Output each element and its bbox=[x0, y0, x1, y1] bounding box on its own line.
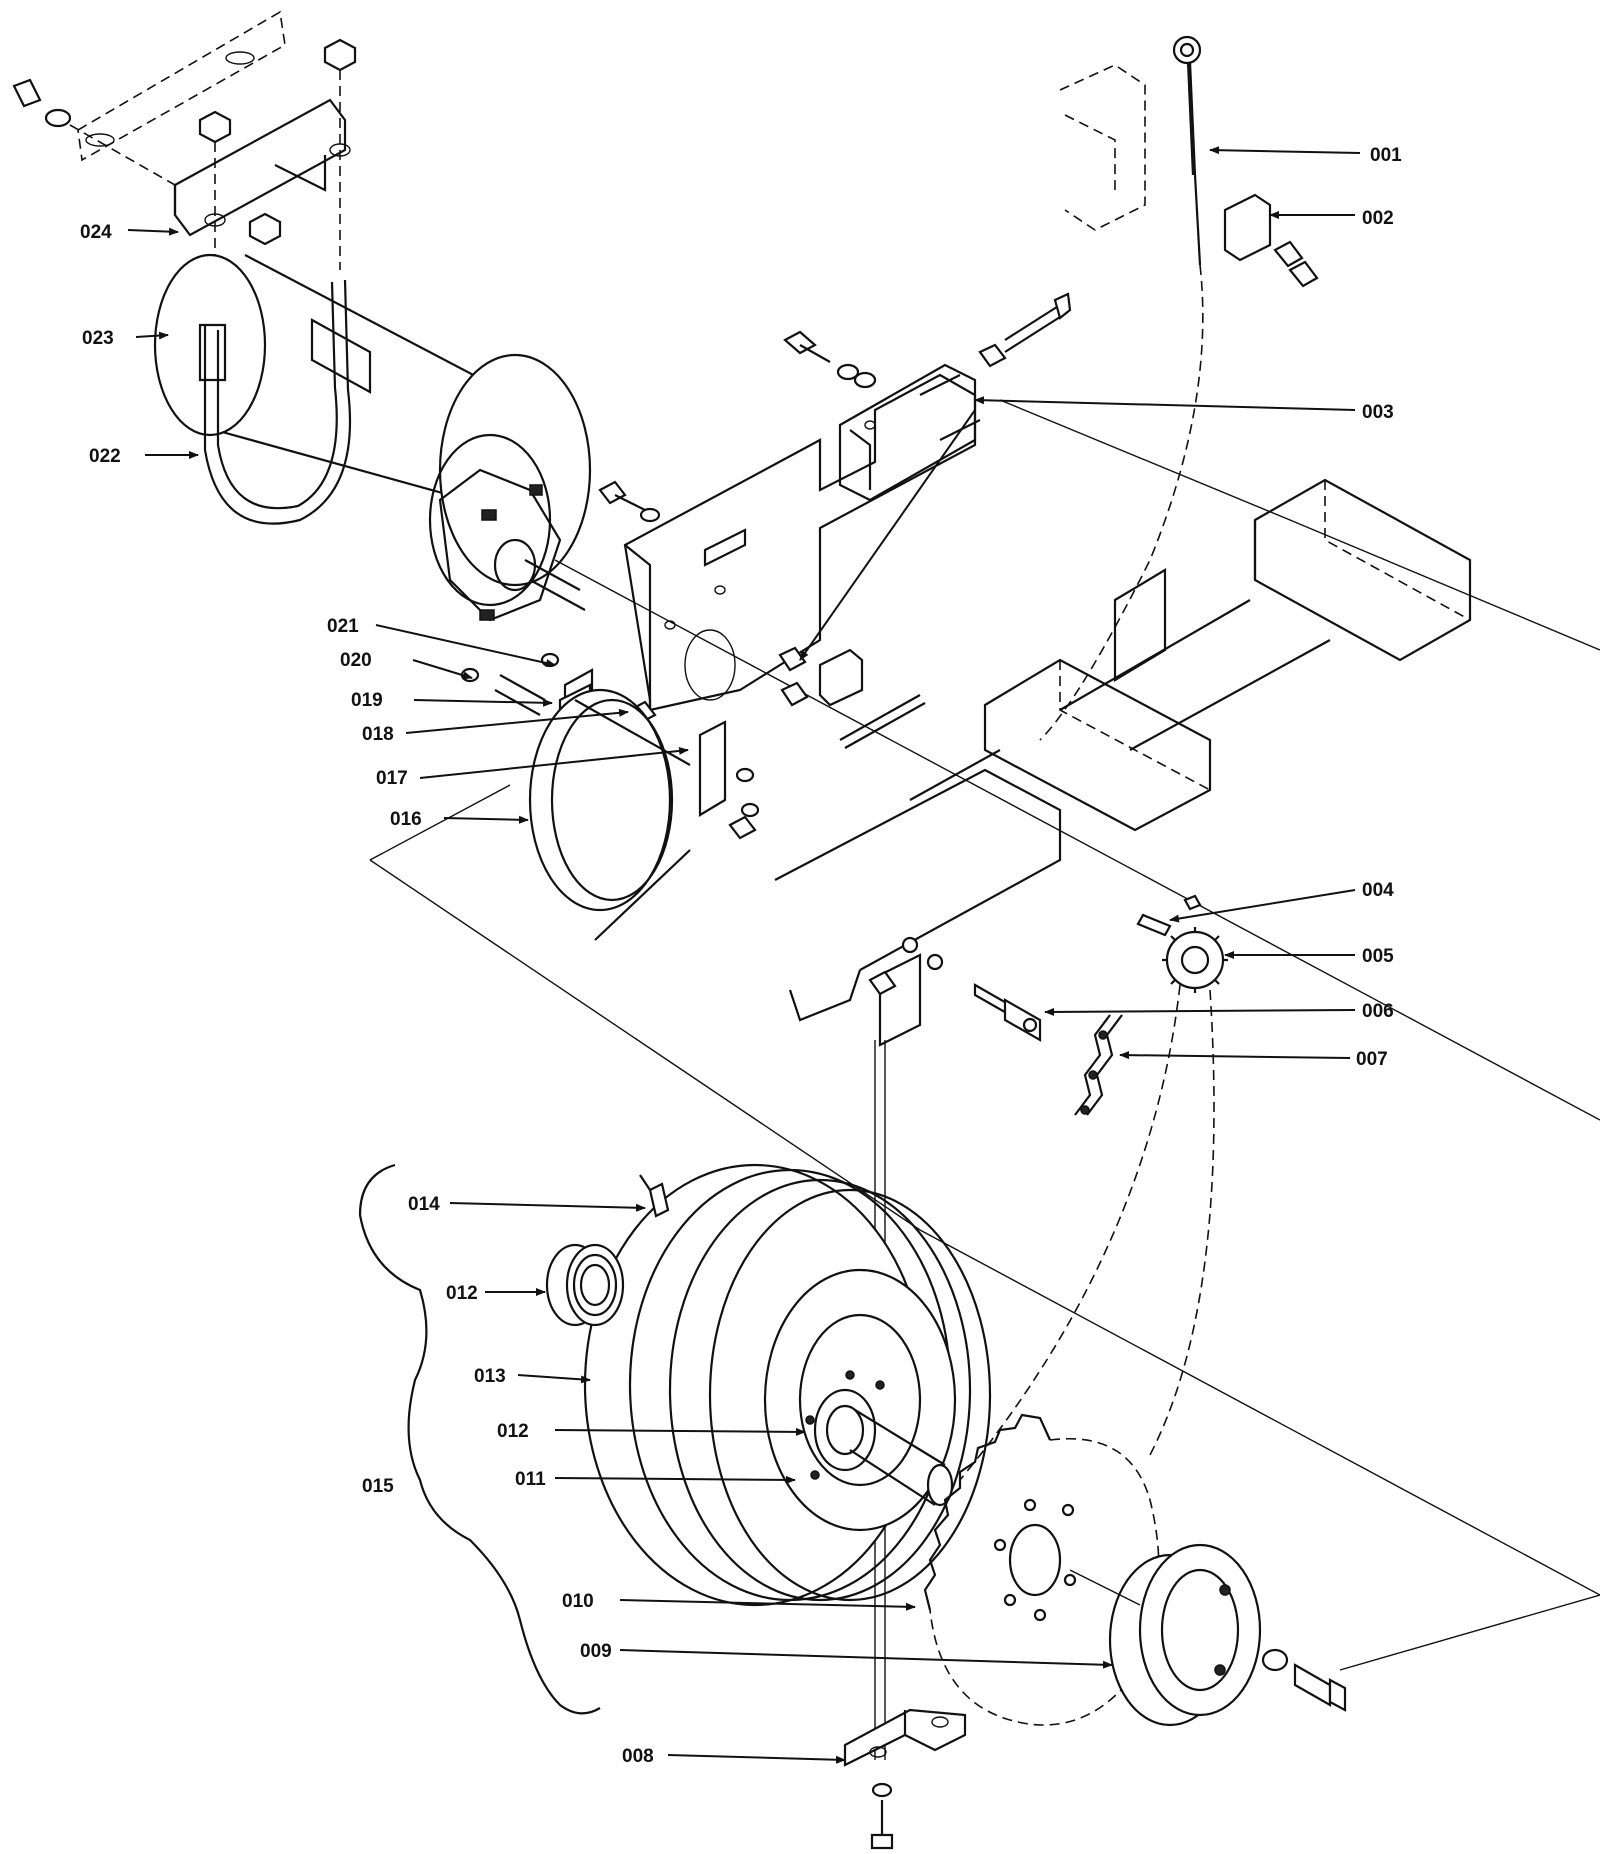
bracket-008 bbox=[843, 1708, 967, 1850]
cable-001 bbox=[1039, 35, 1204, 741]
label-001: 001 bbox=[1370, 145, 1402, 166]
label-017: 017 bbox=[376, 768, 408, 789]
bracket-003 bbox=[838, 363, 977, 502]
label-014: 014 bbox=[408, 1194, 440, 1215]
leader-lines bbox=[127, 146, 1361, 1764]
pin-006 bbox=[901, 936, 1042, 1042]
label-022: 022 bbox=[89, 446, 121, 467]
nuts-top bbox=[198, 38, 357, 330]
label-012-hub: 012 bbox=[497, 1421, 529, 1442]
wheel-013 bbox=[583, 1163, 992, 1607]
label-002: 002 bbox=[1362, 208, 1394, 229]
bearing-012-loose bbox=[545, 1243, 625, 1327]
brake-band-016 bbox=[528, 688, 691, 941]
u-bolt-022 bbox=[198, 279, 372, 525]
frame-rails-right bbox=[774, 478, 1472, 1022]
label-021: 021 bbox=[327, 616, 359, 637]
sightlines bbox=[369, 399, 1600, 1671]
label-003: 003 bbox=[1362, 402, 1394, 423]
label-009: 009 bbox=[580, 1641, 612, 1662]
bracket-brace-015 bbox=[358, 1163, 601, 1715]
key-004 bbox=[1136, 894, 1202, 937]
label-007: 007 bbox=[1356, 1049, 1388, 1070]
sprocket-large-010 bbox=[923, 1413, 1160, 1726]
mounting-plate-dashed bbox=[77, 10, 286, 162]
hub-009 bbox=[1069, 1543, 1347, 1727]
plate-pair-middle bbox=[778, 646, 926, 749]
label-010: 010 bbox=[562, 1591, 594, 1612]
label-006: 006 bbox=[1362, 1001, 1394, 1022]
label-018: 018 bbox=[362, 724, 394, 745]
cable-bracket-dashed bbox=[1059, 64, 1146, 231]
label-011: 011 bbox=[515, 1469, 546, 1490]
label-020: 020 bbox=[340, 650, 372, 671]
label-008: 008 bbox=[622, 1746, 654, 1767]
screw-and-washer-top-left bbox=[12, 78, 176, 186]
label-015: 015 bbox=[362, 1476, 394, 1497]
cable-clamp-002 bbox=[1223, 193, 1319, 288]
label-019: 019 bbox=[351, 690, 383, 711]
sprocket-small-005 bbox=[1162, 927, 1228, 993]
part-labels: 001 002 003 004 005 006 007 008 009 010 … bbox=[80, 145, 1402, 1767]
label-016: 016 bbox=[390, 809, 422, 830]
valve-014 bbox=[639, 1174, 670, 1218]
label-024: 024 bbox=[80, 222, 112, 243]
chain-007 bbox=[959, 984, 1215, 1481]
bolts-upper-middle bbox=[598, 292, 1072, 523]
label-013: 013 bbox=[474, 1366, 506, 1387]
label-004: 004 bbox=[1362, 880, 1394, 901]
label-012-bearing: 012 bbox=[446, 1283, 478, 1304]
motor-023 bbox=[153, 253, 592, 622]
label-023: 023 bbox=[82, 328, 114, 349]
label-005: 005 bbox=[1362, 946, 1394, 967]
